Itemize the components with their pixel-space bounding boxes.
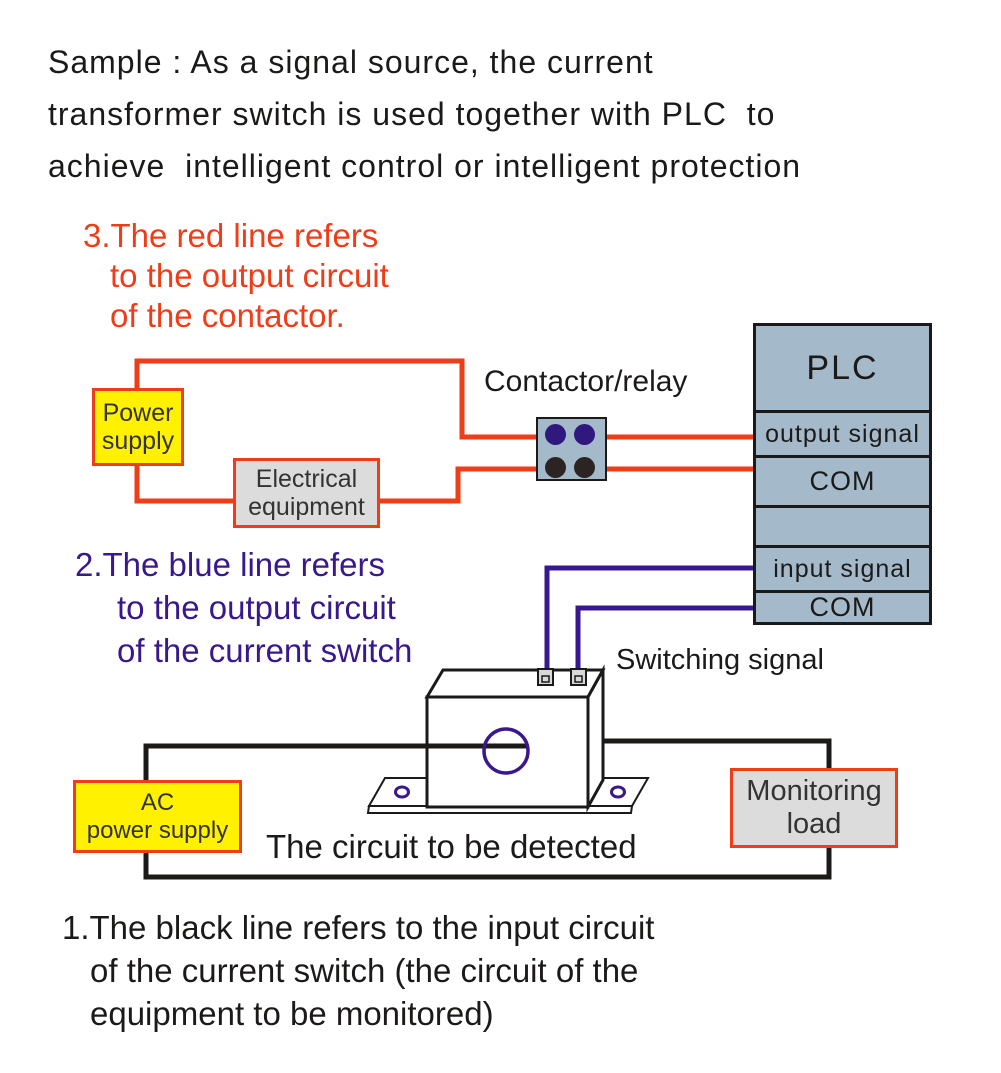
- note-red-line-2: to the output circuit: [110, 257, 389, 294]
- electrical-equipment-box: Electrical equipment: [233, 458, 380, 528]
- plc-block: PLC output signal COM input signal COM: [753, 323, 932, 625]
- note-black-line-2: of the current switch (the circuit of th…: [90, 952, 639, 989]
- contactor-contact-bottom-right: [574, 457, 595, 478]
- note-red-line-output-circuit: 3.The red line refers to the output circ…: [83, 216, 389, 336]
- black-wire-detected-circuit: [143, 738, 832, 880]
- electrical-equipment-label-line-1: Electrical: [255, 465, 358, 493]
- detected-circuit-label: The circuit to be detected: [266, 828, 637, 865]
- switch-mount-hole-right: [610, 785, 626, 799]
- note-black-line-3: equipment to be monitored): [90, 995, 494, 1032]
- power-supply-box: Power supply: [92, 388, 184, 466]
- note-blue-line-1: 2.The blue line refers: [75, 546, 386, 583]
- contactor-relay-block: [536, 417, 607, 481]
- sample-description-line-1: Sample : As a signal source, the current: [48, 44, 654, 80]
- contactor-contact-top-right: [574, 424, 595, 445]
- blue-wire-input-signal: [544, 565, 753, 674]
- note-black-line-1: 1.The black line refers to the input cir…: [62, 909, 655, 946]
- note-black-line-input-circuit: 1.The black line refers to the input cir…: [62, 906, 654, 1035]
- plc-title-row: PLC: [806, 348, 879, 387]
- plc-empty-row: [756, 505, 929, 545]
- switch-through-hole: [482, 727, 530, 775]
- monitoring-load-label-line-2: load: [786, 808, 842, 840]
- ac-power-supply-label-line-2: power supply: [86, 816, 229, 844]
- sample-description-line-2: transformer switch is used together with…: [48, 96, 776, 132]
- switch-terminal-right-detail: [574, 675, 583, 683]
- electrical-equipment-label-line-2: equipment: [248, 493, 365, 521]
- sample-description-line-3: achieve intelligent control or intellige…: [48, 148, 802, 184]
- plc-com-top-row: COM: [756, 455, 929, 505]
- plc-input-signal-row: input signal: [756, 545, 929, 590]
- switch-front-face: [425, 695, 590, 809]
- blue-wire-com: [575, 605, 753, 674]
- note-blue-line-2: to the output circuit: [117, 589, 396, 626]
- switch-terminal-left-detail: [541, 675, 550, 683]
- sample-description: Sample : As a signal source, the current…: [48, 36, 801, 192]
- note-blue-line-3: of the current switch: [117, 632, 413, 669]
- switch-right-face: [586, 664, 605, 813]
- plc-com-bottom-row: COM: [756, 590, 929, 622]
- note-red-line-3: of the contactor.: [110, 297, 345, 334]
- red-wire-bottom: [134, 466, 753, 504]
- ac-power-supply-box: AC power supply: [73, 780, 242, 853]
- ac-power-supply-label-line-1: AC: [140, 788, 175, 816]
- monitoring-load-label-line-1: Monitoring: [746, 775, 882, 807]
- power-supply-label-line-2: supply: [101, 427, 175, 455]
- contactor-contact-bottom-left: [545, 457, 566, 478]
- contactor-contact-top-left: [545, 424, 566, 445]
- plc-output-signal-row: output signal: [756, 410, 929, 455]
- switch-mount-hole-left: [394, 785, 410, 799]
- power-supply-label-line-1: Power: [102, 399, 174, 427]
- switching-signal-label: Switching signal: [616, 644, 824, 676]
- note-red-line-1: 3.The red line refers: [83, 217, 379, 254]
- monitoring-load-box: Monitoring load: [730, 768, 898, 848]
- note-blue-line-output-circuit: 2.The blue line refers to the output cir…: [75, 543, 412, 672]
- contactor-relay-label: Contactor/relay: [484, 365, 688, 398]
